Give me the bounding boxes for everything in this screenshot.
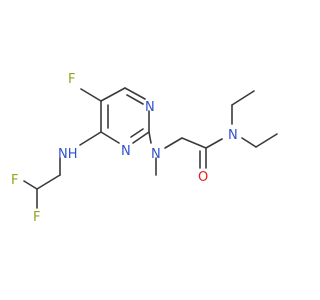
bond-c6-n1-double [126,94,144,105]
atom-label-f-top: F [68,72,75,87]
atom-label-n-ring-top: N [145,100,155,115]
atom-label-n-amide: N [228,128,238,143]
bond-ethyl1-ch2-ch3 [231,90,255,106]
atom-label-o: O [198,170,208,185]
bond-group [23,87,278,209]
bond-c2-n3 [132,131,150,144]
atom-label-n-ring-bottom: N [121,144,131,159]
bond-c2-n-amine [148,131,152,144]
bond-c6-n1 [124,87,146,100]
bond-ethyl2-ch2-ch3 [255,133,278,148]
bond-n-amine-ch2 [164,137,183,149]
bond-c2-n3-double [130,128,144,138]
bond-c5-c6 [100,87,126,102]
bond-ch2-c-carbonyl [181,137,207,149]
bond-ch2-chf2 [36,174,61,190]
molecule-structure: F N N NH N N O F F [11,72,278,225]
bond-n-amide-ethyl2-ch2 [241,137,257,148]
bond-c-carbonyl-n-amide [205,138,223,149]
bond-c4-nh [79,131,102,146]
bond-c5-f [80,88,102,102]
atom-label-f-left: F [11,173,18,188]
bond-n3-c4 [100,131,120,144]
atom-label-n-amine: N [151,147,161,162]
atom-label-f-bottom: F [33,210,40,225]
bond-chf2-f-left [23,180,38,190]
atom-labels: F N N NH N N O F F [11,72,238,225]
atom-label-nh: NH [58,147,78,162]
